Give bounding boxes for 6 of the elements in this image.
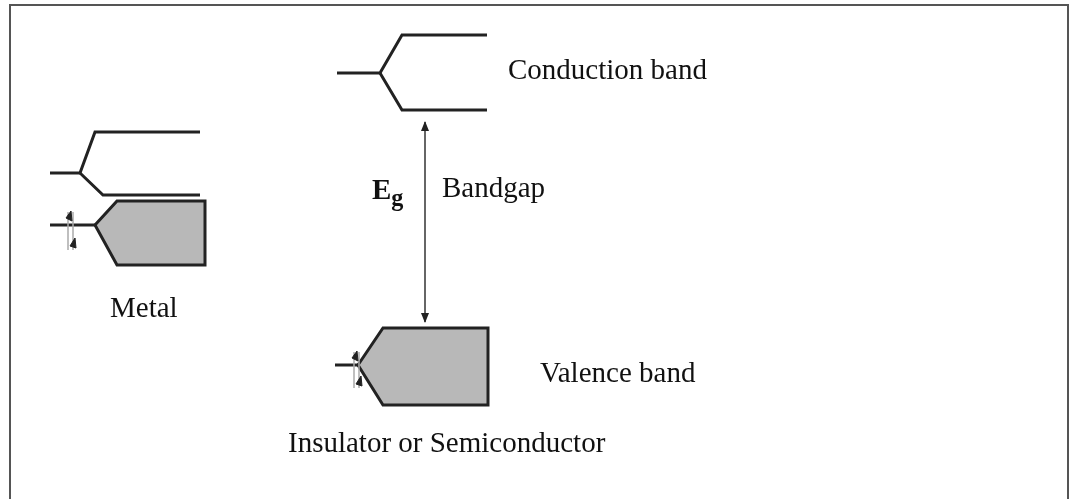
bandgap-label: Bandgap bbox=[442, 170, 546, 205]
band-label: Conduction band bbox=[508, 52, 707, 87]
energy-gap-symbol: E$_{g}$ bbox=[372, 172, 404, 212]
material-label: Insulator or Semiconductor bbox=[288, 425, 606, 460]
band-label: Valence band bbox=[540, 355, 696, 390]
material-label: Metal bbox=[110, 290, 178, 325]
